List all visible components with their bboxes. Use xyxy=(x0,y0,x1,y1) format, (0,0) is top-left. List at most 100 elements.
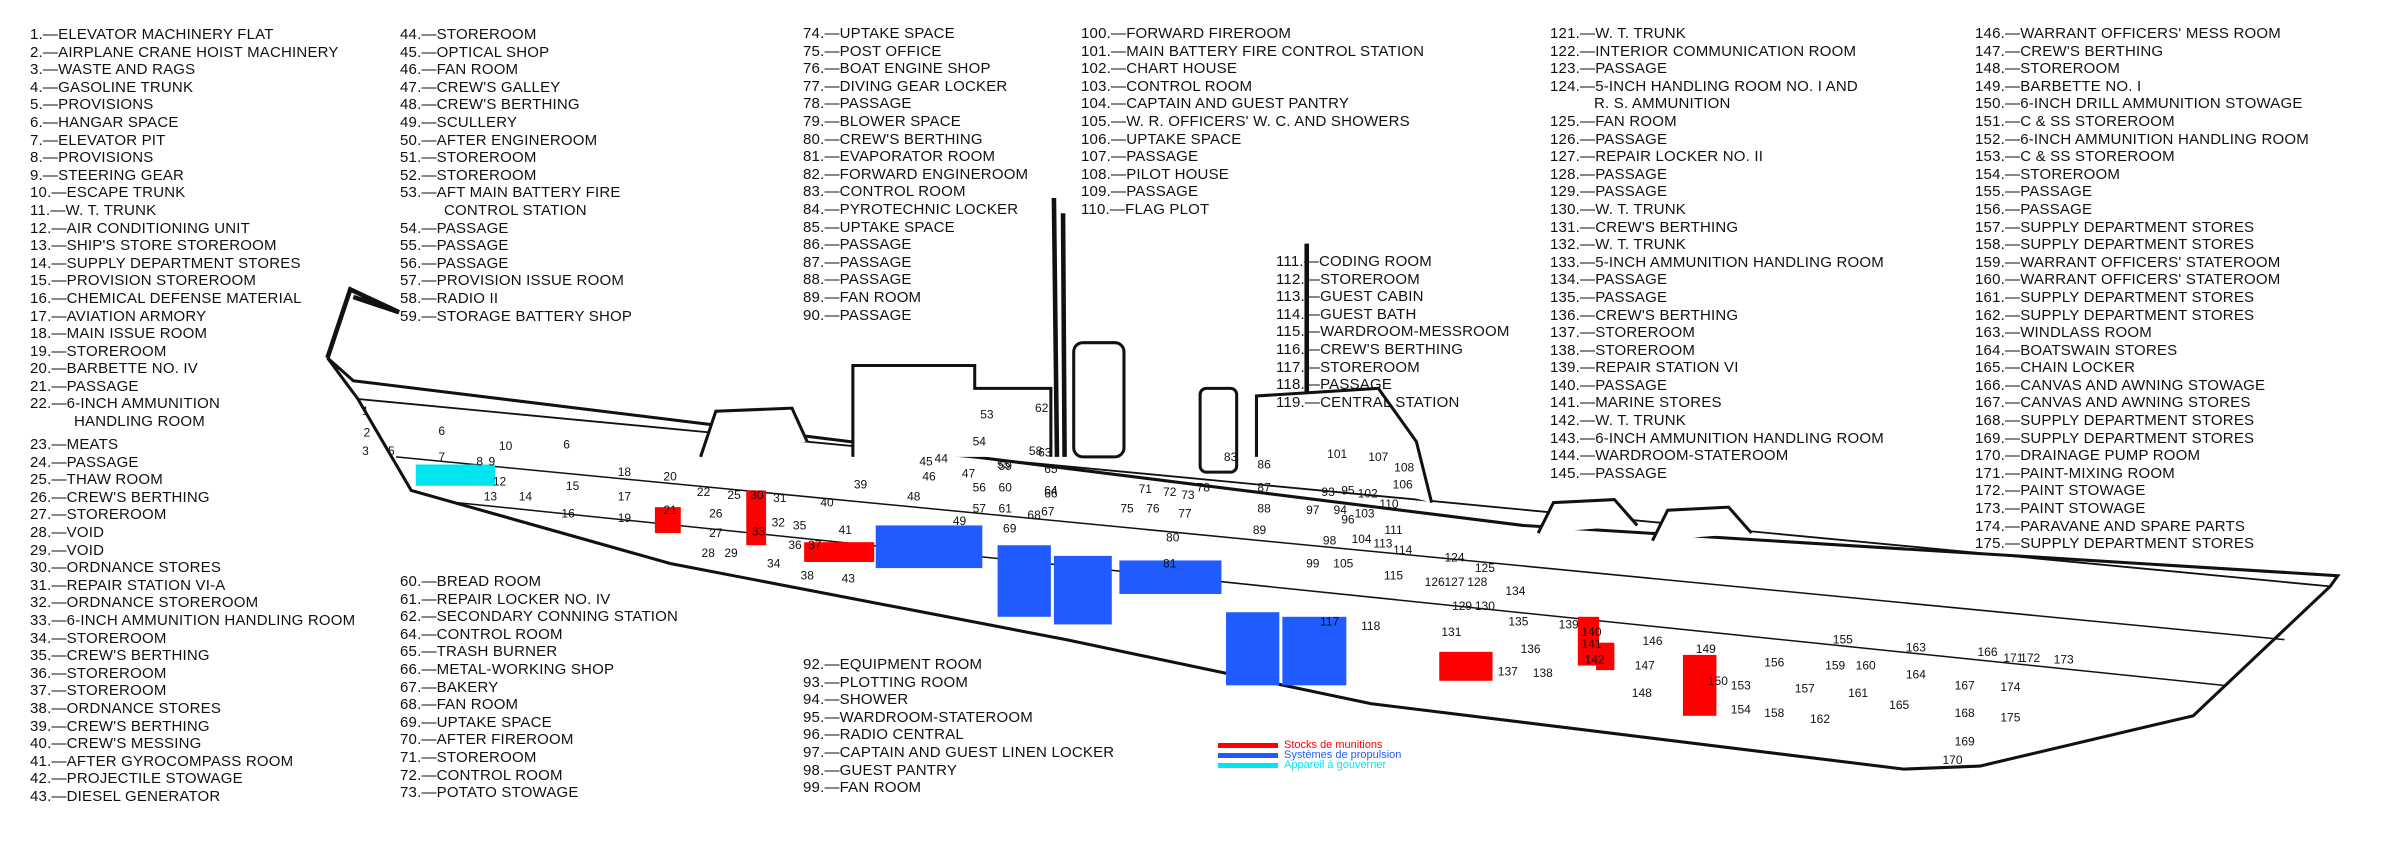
compartment-list-item: 33.—6-INCH AMMUNITION HANDLING ROOM xyxy=(30,611,356,629)
compartment-number: 7 xyxy=(438,450,445,464)
compartment-list-item: 72.—CONTROL ROOM xyxy=(400,766,563,784)
legend-swatch xyxy=(1218,762,1278,768)
compartment-list-item: 66.—METAL-WORKING SHOP xyxy=(400,660,615,678)
compartment-number: 168 xyxy=(1955,706,1975,720)
compartment-number: 136 xyxy=(1521,642,1541,656)
compartment-number: 99 xyxy=(1306,557,1320,571)
compartment-number: 6 xyxy=(563,438,570,452)
compartment-number: 8 xyxy=(476,455,483,469)
compartment-list-item: 11.—W. T. TRUNK xyxy=(30,201,157,219)
compartment-list-item: 86.—PASSAGE xyxy=(803,236,912,254)
compartment-number: 155 xyxy=(1833,633,1853,647)
legend-label: Appareil à gouverner xyxy=(1284,758,1387,771)
compartment-list-item: 73.—POTATO STOWAGE xyxy=(400,784,579,802)
compartment-number: 15 xyxy=(566,479,580,493)
compartment-list-item-continuation: CONTROL STATION xyxy=(444,201,587,219)
compartment-list-item: 162.—SUPPLY DEPARTMENT STORES xyxy=(1975,306,2255,324)
compartment-number: 64 xyxy=(1044,483,1058,497)
compartment-list-item: 131.—CREW'S BERTHING xyxy=(1550,218,1739,236)
compartment-list-item: 172.—PAINT STOWAGE xyxy=(1975,482,2146,500)
compartment-number: 114 xyxy=(1393,543,1412,557)
compartment-number: 111 xyxy=(1384,523,1403,537)
compartment-number: 26 xyxy=(709,506,723,520)
compartment-list-item: 69.—UPTAKE SPACE xyxy=(400,713,552,731)
compartment-list-item: 107.—PASSAGE xyxy=(1081,148,1199,166)
compartment-number: 22 xyxy=(697,485,711,499)
compartment-list-item: 5.—PROVISIONS xyxy=(30,96,154,114)
compartment-number: 69 xyxy=(1003,522,1017,536)
hull-outline xyxy=(326,356,2341,771)
compartment-number: 12 xyxy=(493,474,507,488)
compartment-list-item: 3.—WASTE AND RAGS xyxy=(30,61,196,79)
compartment-list-item: 163.—WINDLASS ROOM xyxy=(1975,324,2152,342)
compartment-list-item: 109.—PASSAGE xyxy=(1081,183,1199,201)
compartment-list-item: 127.—REPAIR LOCKER NO. II xyxy=(1550,148,1764,166)
compartment-list-item: 101.—MAIN BATTERY FIRE CONTROL STATION xyxy=(1081,42,1425,60)
compartment-number: 13 xyxy=(484,490,498,504)
compartment-list-item: 10.—ESCAPE TRUNK xyxy=(30,184,186,202)
compartment-list-item: 98.—GUEST PANTRY xyxy=(803,761,958,779)
compartment-list-item: 24.—PASSAGE xyxy=(30,453,139,471)
aft-funnel xyxy=(1072,341,1126,459)
legend-swatch xyxy=(1218,752,1278,758)
compartment-list-item: 38.—ORDNANCE STORES xyxy=(30,699,222,717)
compartment-number: 62 xyxy=(1035,401,1049,415)
compartment-number: 75 xyxy=(1120,502,1134,516)
compartment-list-item: 156.—PASSAGE xyxy=(1975,200,2093,218)
compartment-number: 113 xyxy=(1373,537,1392,551)
compartment-list-item: 17.—AVIATION ARMORY xyxy=(30,307,207,325)
compartment-number: 71 xyxy=(1139,482,1153,496)
compartment-list-item: 133.—5-INCH AMMUNITION HANDLING ROOM xyxy=(1550,253,1884,271)
compartment-number: 101 xyxy=(1327,447,1347,461)
compartment-number: 97 xyxy=(1306,503,1320,517)
compartment-number: 65 xyxy=(1044,462,1058,476)
compartment-list-item: 1.—ELEVATOR MACHINERY FLAT xyxy=(30,26,274,43)
compartment-list-item: 111.—CODING ROOM xyxy=(1276,253,1432,270)
compartment-list-item: 36.—STOREROOM xyxy=(30,664,167,682)
compartment-list-item: 85.—UPTAKE SPACE xyxy=(803,218,955,236)
compartment-number: 58 xyxy=(1029,444,1043,458)
compartment-list-item: 61.—REPAIR LOCKER NO. IV xyxy=(400,590,611,608)
compartment-list-item: 142.—W. T. TRUNK xyxy=(1550,412,1687,430)
compartment-number: 160 xyxy=(1856,659,1876,673)
compartment-list-item: 154.—STOREROOM xyxy=(1975,165,2121,183)
compartment-number: 44 xyxy=(935,451,949,465)
compartment-number: 93 xyxy=(1321,485,1335,499)
compartment-list-item: 50.—AFTER ENGINEROOM xyxy=(400,131,598,149)
compartment-list-item: 117.—STOREROOM xyxy=(1276,358,1420,376)
compartment-number: 142 xyxy=(1585,653,1605,667)
compartment-list-item: 106.—UPTAKE SPACE xyxy=(1081,130,1242,148)
compartment-number: 31 xyxy=(773,491,787,505)
compartment-list-item: 56.—PASSAGE xyxy=(400,254,509,272)
compartment-list-item: 105.—W. R. OFFICERS' W. C. AND SHOWERS xyxy=(1081,112,1410,130)
compartment-list-item: 74.—UPTAKE SPACE xyxy=(803,25,955,42)
compartment-list-item: 37.—STOREROOM xyxy=(30,682,167,700)
compartment-number: 149 xyxy=(1696,642,1716,656)
compartment-list-item: 9.—STEERING GEAR xyxy=(30,166,185,184)
compartment-number: 87 xyxy=(1257,480,1271,494)
legend-steering: Appareil à gouverner xyxy=(1218,758,1401,771)
compartment-list-item: 40.—CREW'S MESSING xyxy=(30,735,202,753)
compartment-list-item: 7.—ELEVATOR PIT xyxy=(30,131,166,149)
compartment-number: 140 xyxy=(1581,625,1601,639)
compartment-number: 124 xyxy=(1444,550,1464,564)
compartment-list-item: 80.—CREW'S BERTHING xyxy=(803,130,983,148)
forward-turret xyxy=(1536,497,1639,534)
compartment-list-item: 13.—SHIP'S STORE STOREROOM xyxy=(30,237,277,255)
compartment-number: 88 xyxy=(1257,502,1271,516)
compartment-list-item: 116.—CREW'S BERTHING xyxy=(1276,340,1464,358)
compartment-number: 33 xyxy=(752,525,766,539)
propulsion-block xyxy=(1119,560,1222,594)
compartment-number: 41 xyxy=(839,523,853,537)
compartment-list-item: 54.—PASSAGE xyxy=(400,219,509,237)
compartment-list-item: 84.—PYROTECHNIC LOCKER xyxy=(803,200,1019,218)
propulsion-block xyxy=(1053,555,1112,625)
compartment-number: 156 xyxy=(1764,656,1784,670)
compartment-list-item: 52.—STOREROOM xyxy=(400,166,537,184)
compartment-number: 128 xyxy=(1467,575,1487,589)
legend-propulsion: Systèmes de propulsion xyxy=(1218,749,1401,760)
